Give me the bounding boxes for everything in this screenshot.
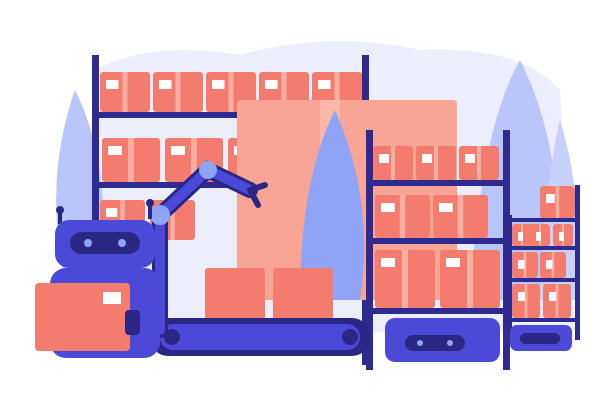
box bbox=[440, 250, 500, 308]
box bbox=[102, 138, 160, 182]
box bbox=[512, 224, 532, 246]
box bbox=[543, 284, 571, 318]
box bbox=[433, 195, 488, 238]
barcode-icon bbox=[381, 258, 395, 267]
box bbox=[512, 284, 540, 318]
right-shelf bbox=[366, 130, 510, 370]
barcode-icon bbox=[381, 203, 395, 212]
barcode-icon bbox=[159, 80, 172, 89]
box bbox=[553, 224, 573, 246]
box bbox=[459, 146, 499, 180]
barcode-icon bbox=[518, 232, 523, 241]
box bbox=[530, 224, 550, 246]
far-right-shelf bbox=[507, 185, 580, 340]
barcode-icon bbox=[106, 80, 119, 89]
robot-icon bbox=[385, 318, 500, 362]
barcode-icon bbox=[465, 154, 475, 163]
barcode-icon bbox=[318, 80, 331, 89]
barcode-icon bbox=[549, 292, 556, 301]
barcode-icon bbox=[439, 203, 453, 212]
box bbox=[375, 250, 435, 308]
box bbox=[540, 252, 566, 278]
barcode-icon bbox=[212, 80, 225, 89]
barcode-icon bbox=[518, 260, 525, 269]
box bbox=[153, 72, 203, 112]
robot-icon bbox=[510, 325, 572, 351]
barcode-icon bbox=[518, 292, 525, 301]
barcode-icon bbox=[536, 232, 541, 241]
leaf-center bbox=[300, 110, 365, 300]
barcode-icon bbox=[546, 194, 555, 203]
box bbox=[416, 146, 456, 180]
conveyor bbox=[150, 268, 370, 356]
barcode-icon bbox=[106, 208, 118, 217]
box bbox=[540, 186, 575, 218]
barcode-icon bbox=[546, 260, 553, 269]
box bbox=[375, 195, 430, 238]
barcode-icon bbox=[108, 146, 122, 155]
robot-arm-icon bbox=[150, 160, 268, 338]
barcode-icon bbox=[265, 80, 278, 89]
barcode-icon bbox=[379, 154, 389, 163]
barcode-icon bbox=[559, 232, 564, 241]
barcode-icon bbox=[446, 258, 460, 267]
robot-icon bbox=[35, 199, 160, 358]
box bbox=[100, 72, 150, 112]
barcode-icon bbox=[422, 154, 432, 163]
box bbox=[512, 252, 538, 278]
box bbox=[373, 146, 413, 180]
barcode-icon bbox=[171, 146, 185, 155]
